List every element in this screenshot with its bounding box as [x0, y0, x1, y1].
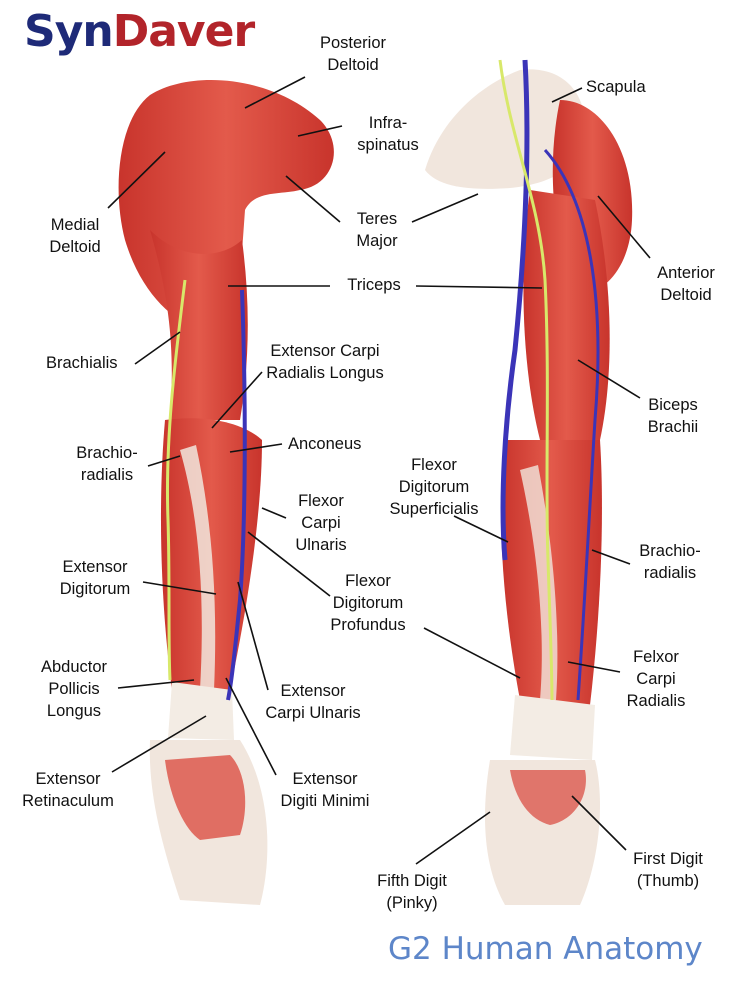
- label-first-digit: First Digit(Thumb): [633, 850, 703, 890]
- label-anconeus: Anconeus: [288, 435, 362, 453]
- leader-biceps-brachii: [577, 359, 641, 399]
- posterior-vein: [226, 289, 247, 701]
- leader-apl: [117, 679, 195, 689]
- leader-fdp-right: [423, 627, 521, 679]
- leader-extensor-carpi-ulnaris: [237, 581, 269, 691]
- leader-scapula: [551, 87, 583, 103]
- posterior-arm-figure: [118, 80, 334, 905]
- leader-posterior-deltoid: [244, 76, 306, 109]
- anterior-hand-muscle: [510, 770, 586, 825]
- label-brachioradialis-right: Brachio-radialis: [639, 542, 701, 582]
- leader-lines-posterior: [107, 76, 343, 776]
- label-brachioradialis-left: Brachio-radialis: [76, 444, 138, 484]
- leader-brachialis: [134, 331, 181, 365]
- anterior-nerve: [498, 59, 554, 701]
- footer-title: G2 Human Anatomy: [388, 931, 703, 967]
- leader-anterior-deltoid: [597, 195, 651, 259]
- label-triceps: Triceps: [347, 276, 401, 294]
- label-infraspinatus: Infra-spinatus: [357, 114, 419, 154]
- posterior-upper-arm: [150, 230, 248, 420]
- leader-fds: [453, 515, 509, 543]
- label-fifth-digit: Fifth Digit(Pinky): [377, 872, 447, 912]
- leader-brachioradialis-right: [591, 549, 631, 565]
- leader-lines-anterior: [411, 87, 651, 865]
- anterior-forearm-tendon: [520, 465, 558, 700]
- leader-felxor-carpi-radialis: [567, 661, 621, 673]
- label-scapula: Scapula: [586, 78, 646, 96]
- posterior-forearm-tendon: [180, 445, 216, 690]
- leader-extensor-digitorum: [142, 581, 217, 595]
- leader-anconeus: [229, 443, 283, 453]
- posterior-wrist: [168, 682, 234, 740]
- leader-flexor-carpi-ulnaris: [261, 507, 287, 519]
- anterior-wrist: [510, 695, 595, 760]
- leader-first-digit: [571, 795, 627, 851]
- syndaver-logo: SynDaver: [24, 6, 255, 57]
- leader-ecrl: [211, 371, 263, 429]
- anterior-arm-figure: [425, 59, 633, 905]
- leader-teres-major-right: [411, 193, 479, 223]
- leader-fifth-digit: [415, 811, 491, 865]
- leader-medial-deltoid: [107, 151, 166, 209]
- anterior-vein-2: [543, 148, 600, 701]
- anterior-vein: [500, 59, 530, 561]
- leader-fdp-left: [247, 531, 331, 597]
- leader-extensor-retinaculum: [111, 715, 207, 773]
- leader-brachioradialis-left: [147, 455, 181, 467]
- scapula-shape: [425, 69, 586, 189]
- label-brachialis: Brachialis: [46, 354, 118, 372]
- leader-extensor-digiti-minimi: [225, 677, 277, 776]
- leader-teres-major: [285, 175, 341, 223]
- posterior-hand-muscle: [165, 755, 246, 840]
- leader-infraspinatus: [297, 125, 343, 137]
- posterior-nerve: [165, 279, 187, 681]
- leader-triceps-right: [415, 285, 543, 289]
